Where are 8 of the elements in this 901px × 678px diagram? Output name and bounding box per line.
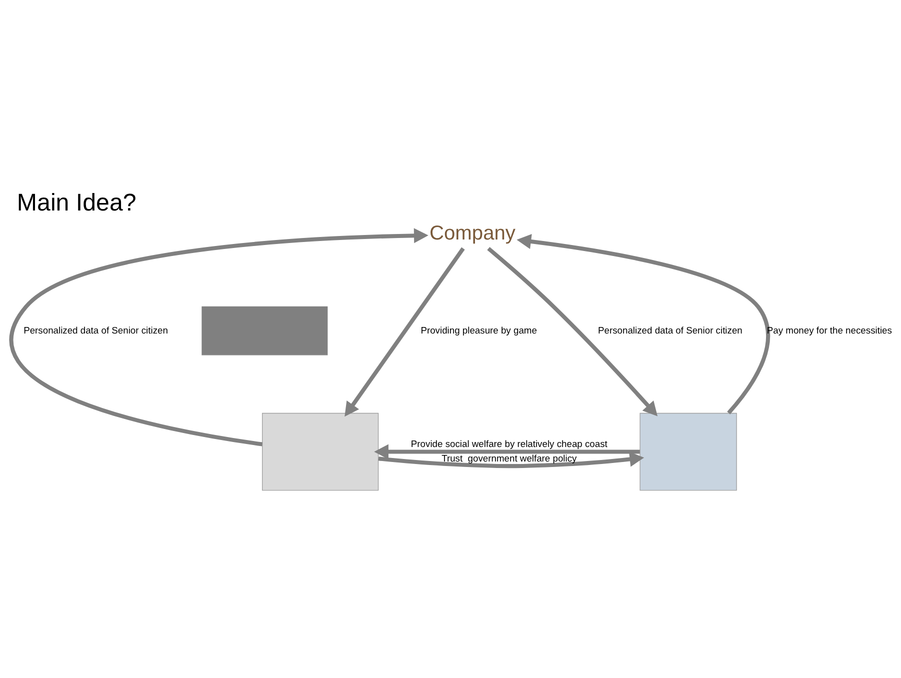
node-text: Company xyxy=(429,222,516,244)
edge-label: Providing pleasure by game xyxy=(420,324,537,335)
diagram-title: Main Idea? xyxy=(16,189,136,216)
edge-label: Trust government welfare policy xyxy=(442,452,577,463)
edge-label: Provide social welfare by relatively cheap coast xyxy=(410,438,608,449)
edge-label: Pay money for the necessities xyxy=(766,324,892,335)
edge-label: Personalized data of Senior citizen xyxy=(24,324,168,335)
edge-label: Personalized data of Senior citizen xyxy=(598,324,742,335)
